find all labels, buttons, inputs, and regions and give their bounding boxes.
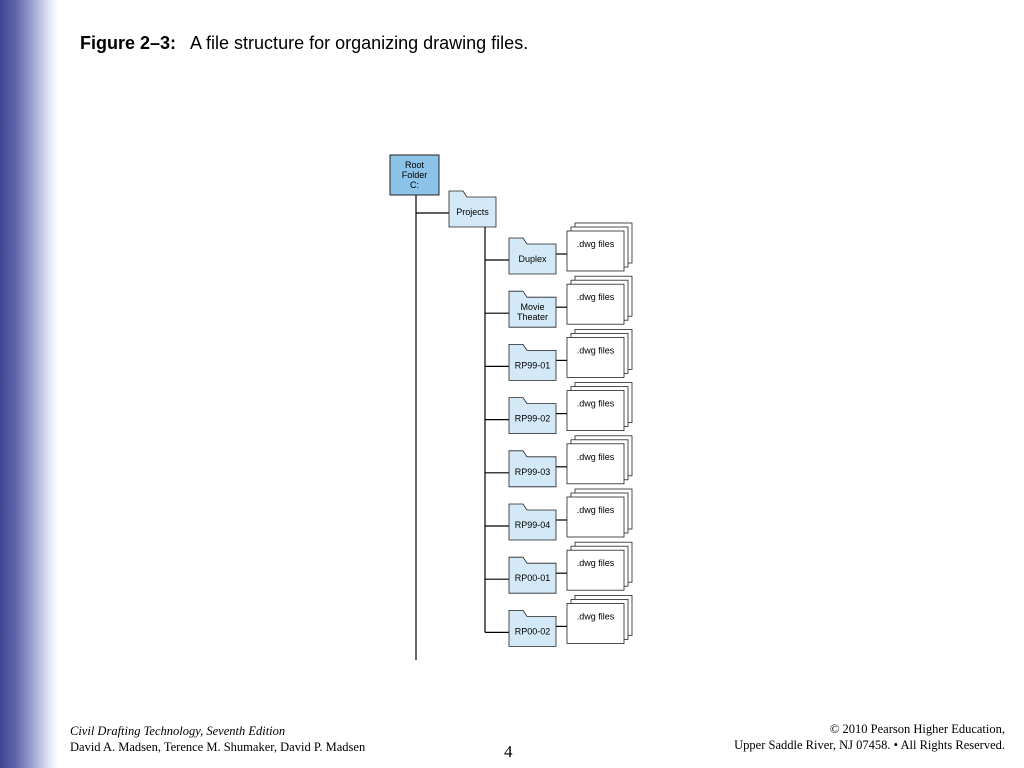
project-folder-6: RP99-04 [508,503,557,541]
footer-right: © 2010 Pearson Higher Education, Upper S… [734,721,1005,753]
dwg-files-stack-2-sheet [566,283,625,325]
project-folder-1-shape [508,237,557,275]
dwg-files-stack-8-label: .dwg files [577,611,615,621]
figure-title: Figure 2–3: A file structure for organizi… [80,33,528,54]
root-folder-label: Root [405,160,425,170]
dwg-files-stack-4: .dwg files [566,382,633,432]
dwg-files-stack-4-sheet [566,390,625,432]
project-folder-1-label: Duplex [518,254,547,264]
page-number: 4 [504,742,513,761]
project-folder-8: RP00-02 [508,610,557,647]
project-folder-3: RP99-01 [508,344,557,381]
project-folder-2-label: Theater [517,312,548,322]
root-folder-label: C: [410,180,419,190]
project-folder-5-shape [508,450,557,488]
dwg-files-stack-2: .dwg files [566,275,633,325]
root-folder-label: Folder [402,170,428,180]
dwg-files-stack-6: .dwg files [566,488,633,538]
figure-caption: A file structure for organizing drawing … [190,33,529,53]
dwg-files-stack-7-sheet [566,549,625,591]
project-folder-1: Duplex [508,237,557,275]
project-folder-5-label: RP99-03 [515,467,551,477]
project-folder-5: RP99-03 [508,450,557,488]
project-folder-6-shape [508,503,557,541]
project-folder-6-label: RP99-04 [515,520,551,530]
project-folder-8-shape [508,610,557,647]
project-folder-7-shape [508,556,557,594]
dwg-files-stack-3-sheet [566,336,625,378]
project-folder-7: RP00-01 [508,556,557,594]
dwg-files-stack-1-label: .dwg files [577,239,615,249]
project-folder-2-shape [508,290,557,328]
dwg-files-stack-3-label: .dwg files [577,345,615,355]
publisher-address: Upper Saddle River, NJ 07458. • All Righ… [734,738,1005,752]
project-folder-3-shape [508,344,557,381]
dwg-files-stack-6-sheet [566,496,625,538]
dwg-files-stack-6-label: .dwg files [577,505,615,515]
project-folder-4-label: RP99-02 [515,414,551,424]
dwg-files-stack-5-label: .dwg files [577,452,615,462]
project-folder-4-shape [508,397,557,434]
projects-folder-label: Projects [456,207,489,217]
side-gradient-bar [0,0,58,768]
dwg-files-stack-1: .dwg files [566,222,633,272]
project-folder-7-label: RP00-01 [515,573,551,583]
footer-left: Civil Drafting Technology, Seventh Editi… [70,723,365,755]
dwg-files-stack-1-sheet [566,230,625,272]
dwg-files-stack-7: .dwg files [566,541,633,591]
dwg-files-stack-4-label: .dwg files [577,399,615,409]
projects-folder-shape [448,190,497,228]
copyright-text: © 2010 Pearson Higher Education, [829,722,1005,736]
dwg-files-stack-5: .dwg files [566,435,633,485]
dwg-files-stack-3: .dwg files [566,328,633,378]
dwg-files-stack-8-sheet [566,603,625,644]
project-folder-8-label: RP00-02 [515,626,551,636]
project-folder-4: RP99-02 [508,397,557,434]
projects-folder: Projects [448,190,497,228]
dwg-files-stack-7-label: .dwg files [577,558,615,568]
root-folder-rect [389,154,440,196]
book-authors: David A. Madsen, Terence M. Shumaker, Da… [70,740,366,754]
book-title: Civil Drafting Technology, Seventh Editi… [70,724,286,738]
figure-label: Figure 2–3: [80,33,177,53]
project-folder-3-label: RP99-01 [515,360,551,370]
dwg-files-stack-2-label: .dwg files [577,292,615,302]
project-folder-2-label: Movie [520,302,544,312]
dwg-files-stack-8: .dwg files [566,595,633,644]
dwg-files-stack-5-sheet [566,443,625,485]
